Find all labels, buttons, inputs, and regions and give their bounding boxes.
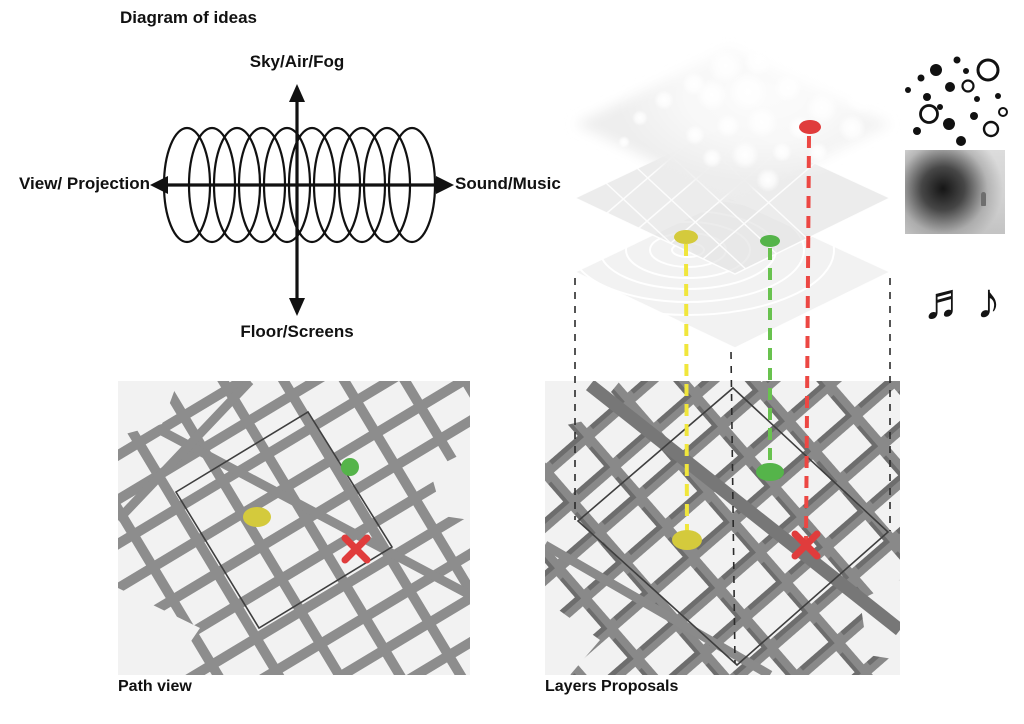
- red-drop-line: [804, 135, 811, 546]
- layers-green-marker: [756, 463, 784, 481]
- path-view-map: [118, 381, 470, 675]
- bubbles-icon: [905, 56, 1008, 146]
- layer-stack: [573, 2, 915, 349]
- fog-photo: [905, 150, 1005, 234]
- marker-drop-lines: [684, 135, 811, 546]
- corner-guide-lines: [574, 278, 891, 664]
- path-view-yellow-marker: [243, 507, 271, 527]
- axis-label-floor-screens: Floor/Screens: [240, 322, 354, 341]
- yellow-layer-dot: [674, 230, 698, 244]
- layers-red-x-marker: [791, 530, 821, 560]
- path-view-caption: Path view: [118, 678, 192, 695]
- path-view-red-x-marker: [341, 534, 371, 564]
- layers-yellow-marker: [672, 530, 702, 550]
- axis-label-view-projection: View/ Projection: [18, 174, 150, 193]
- music-notes-icon: ♬♪: [922, 273, 1005, 329]
- fog-sky-layer: [575, 2, 915, 200]
- layers-proposals-map: [545, 381, 900, 675]
- layers-proposals-site-outline: [576, 386, 890, 667]
- green-layer-dot: [760, 235, 780, 247]
- red-layer-dot: [799, 120, 821, 134]
- map-markers: [243, 458, 821, 564]
- path-view-green-marker: [341, 458, 359, 476]
- axis-label-sound-music: Sound/Music: [455, 174, 561, 193]
- idea-axes-diagram: [150, 84, 454, 316]
- page-title: Diagram of ideas: [120, 8, 257, 27]
- fog-person-silhouette: [981, 192, 986, 206]
- layer-marker-dots: [674, 120, 821, 247]
- path-view-site-outline: [174, 410, 394, 630]
- yellow-drop-line: [684, 243, 689, 541]
- axis-label-sky-air-fog: Sky/Air/Fog: [249, 52, 345, 71]
- axis-arrows: [150, 84, 454, 316]
- layers-proposals-caption: Layers Proposals: [545, 678, 679, 695]
